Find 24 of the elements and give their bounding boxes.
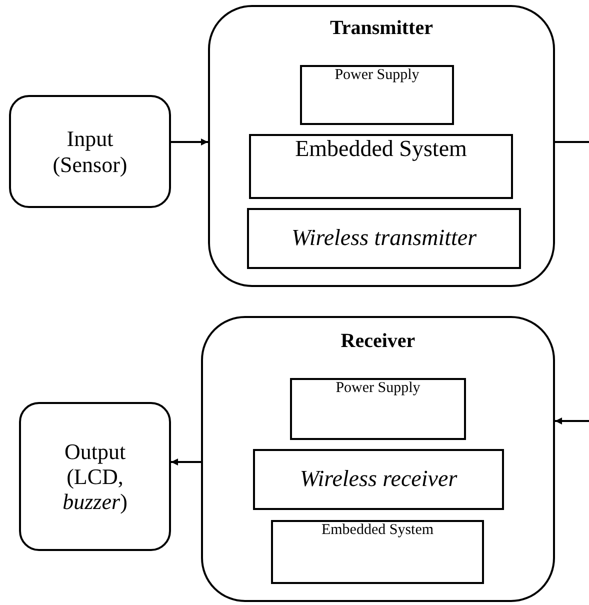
- node-label: Power Supply: [334, 67, 420, 84]
- process-box: [271, 520, 484, 584]
- node-label: Wireless receiver: [300, 466, 458, 493]
- arrow: [171, 138, 208, 146]
- input-box: [9, 95, 171, 208]
- heading: Receiver: [340, 330, 416, 353]
- process-box: [290, 378, 466, 440]
- heading: Transmitter: [330, 17, 433, 40]
- arrow: [171, 458, 201, 466]
- process-box: [249, 134, 513, 199]
- process-box: [253, 449, 504, 510]
- connector-line: [555, 141, 589, 143]
- node-label: Wireless transmitter: [291, 225, 477, 252]
- node-label: Embedded System: [321, 522, 434, 540]
- transmitter-box: [208, 5, 555, 287]
- arrow: [555, 418, 589, 424]
- node-label: Output (LCD, buzzer): [62, 438, 128, 514]
- output-box: [19, 402, 171, 551]
- node-label: Input (Sensor): [52, 126, 128, 177]
- receiver-box: [201, 316, 555, 602]
- node-label: Embedded System: [295, 136, 467, 162]
- process-box: [247, 208, 521, 269]
- node-label: Power Supply: [336, 380, 420, 398]
- process-box: [300, 65, 454, 125]
